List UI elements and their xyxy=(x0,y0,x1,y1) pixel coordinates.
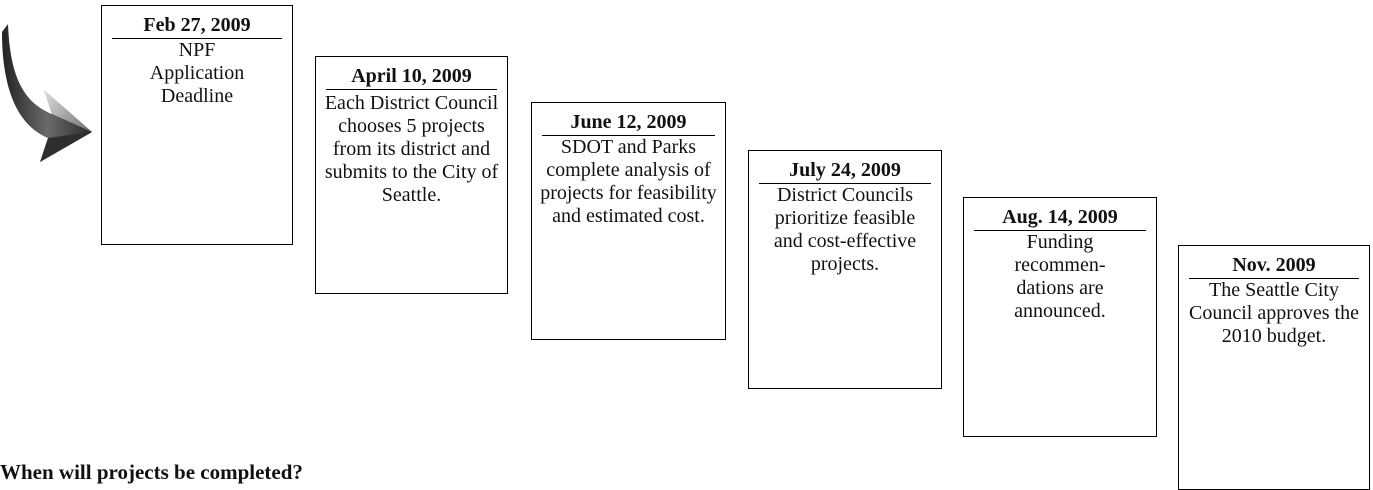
step-description: The Seattle City Council approves the 20… xyxy=(1189,279,1359,347)
step-description: District Councils prioritize feasible an… xyxy=(773,184,917,275)
timeline-step: April 10, 2009 Each District Council cho… xyxy=(315,56,508,294)
timeline-step: July 24, 2009 District Councils prioriti… xyxy=(748,150,942,389)
curved-arrow-icon xyxy=(2,24,92,162)
timeline-step: Feb 27, 2009 NPF Application Deadline xyxy=(101,5,293,245)
step-date: June 12, 2009 xyxy=(542,111,715,136)
footer-question: When will projects be completed? xyxy=(0,460,303,484)
step-date: April 10, 2009 xyxy=(326,65,497,90)
step-date: July 24, 2009 xyxy=(759,159,931,184)
step-description: SDOT and Parks complete analysis of proj… xyxy=(540,136,717,227)
timeline-step: Nov. 2009 The Seattle City Council appro… xyxy=(1178,245,1370,490)
step-date: Aug. 14, 2009 xyxy=(974,206,1146,231)
step-description: Funding recommen-dations are announced. xyxy=(1014,231,1106,322)
step-date: Nov. 2009 xyxy=(1189,254,1359,279)
step-description: NPF Application Deadline xyxy=(149,39,245,107)
step-description: Each District Council chooses 5 projects… xyxy=(324,92,499,206)
timeline-step: June 12, 2009 SDOT and Parks complete an… xyxy=(531,102,726,340)
timeline-step: Aug. 14, 2009 Funding recommen-dations a… xyxy=(963,197,1157,437)
step-date: Feb 27, 2009 xyxy=(112,14,282,39)
